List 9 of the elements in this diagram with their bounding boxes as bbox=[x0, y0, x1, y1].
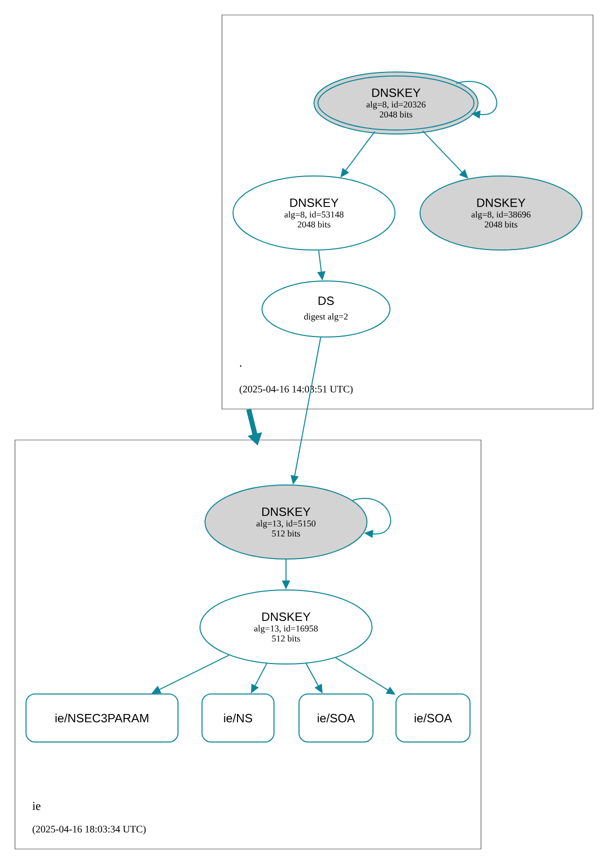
record-box: ie/NSEC3PARAM bbox=[26, 694, 178, 742]
loop-arrow bbox=[352, 498, 392, 538]
timestamp: (2025-04-16 18:03:34 UTC) bbox=[32, 825, 146, 835]
record-box: ie/SOA bbox=[298, 694, 374, 742]
record-box: ie/NS bbox=[202, 694, 274, 742]
zone-label: . bbox=[240, 365, 242, 367]
record-box: ie/SOA bbox=[396, 694, 470, 742]
zone-label: ie bbox=[32, 802, 40, 810]
loop-arrow bbox=[456, 81, 498, 119]
